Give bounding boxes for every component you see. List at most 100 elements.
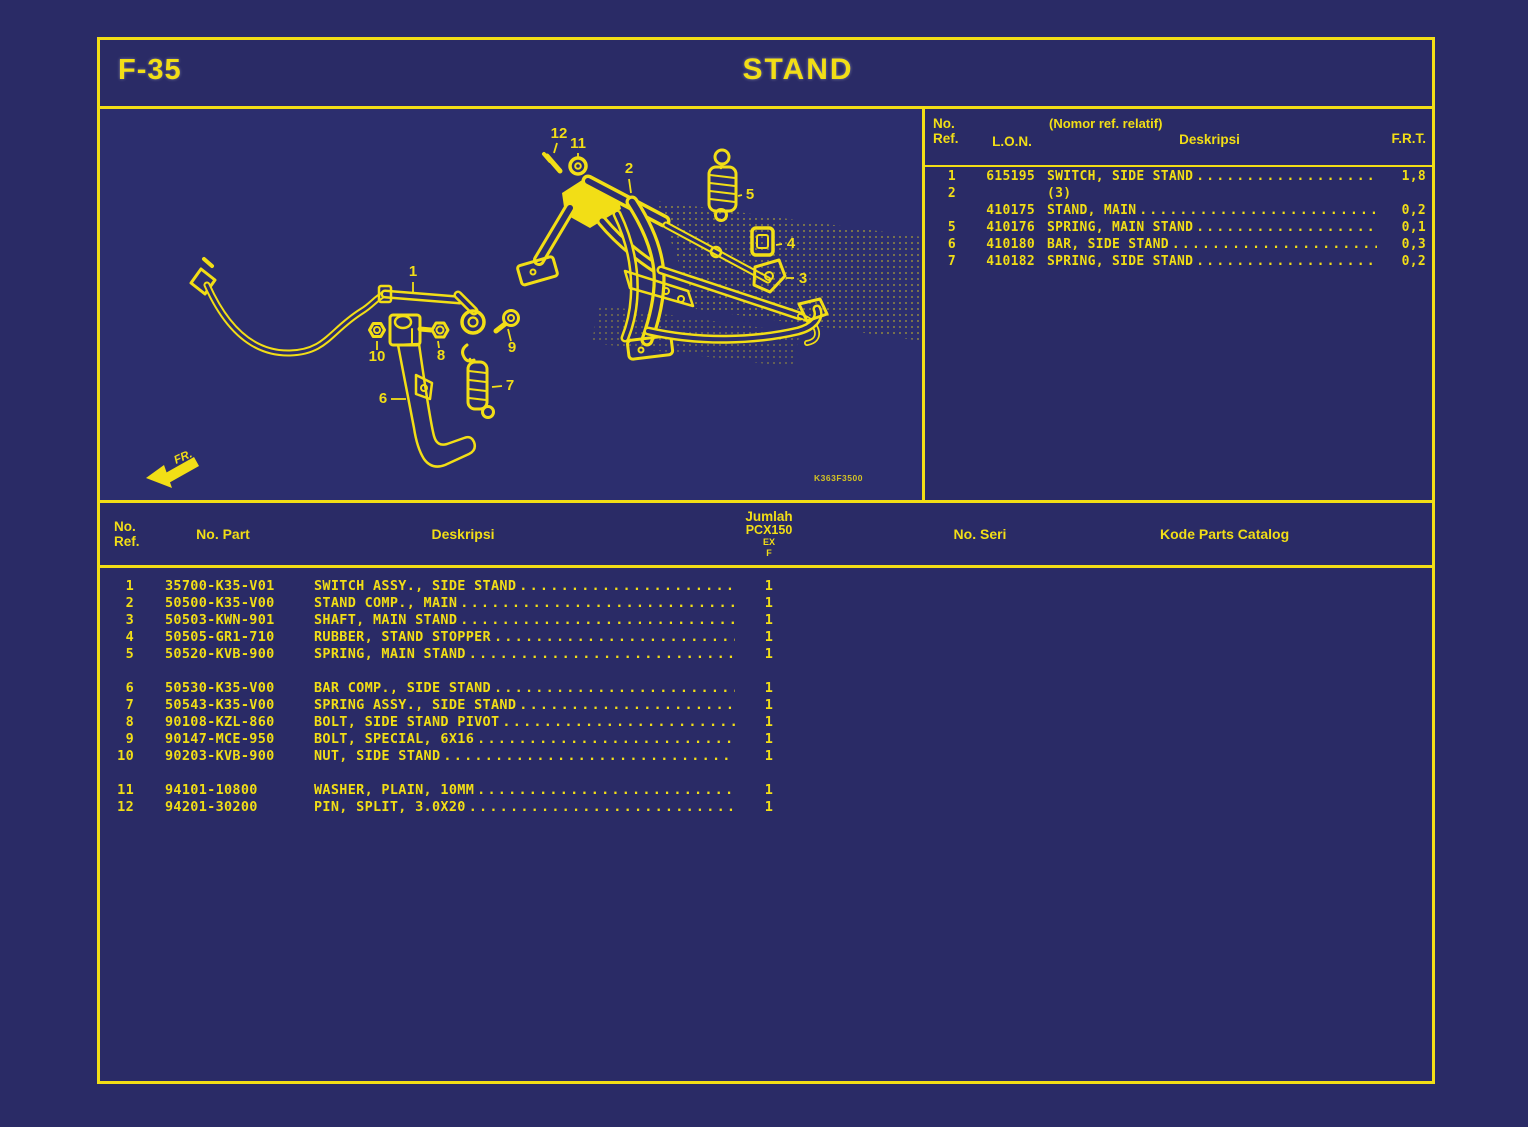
qty-cell: 1 xyxy=(764,799,774,815)
seri-cell xyxy=(800,782,1160,799)
lon-cell: 410182 xyxy=(986,254,1035,269)
description-cell: SWITCH, SIDE STAND......................… xyxy=(1037,168,1380,185)
part-number-cell: 50520-KVB-900 xyxy=(165,646,275,662)
ref-cell: 4 xyxy=(125,629,134,645)
pivot-bracket-art xyxy=(388,313,422,347)
description-cell: BOLT, SIDE STAND PIVOT..................… xyxy=(298,714,738,731)
lon-header-deskripsi: (Nomor ref. relatif) Deskripsi xyxy=(1049,116,1240,147)
description-cell: SHAFT, MAIN STAND.......................… xyxy=(298,612,738,629)
shaft-main-stand-art xyxy=(662,221,787,294)
description-cell: SPRING, MAIN STAND......................… xyxy=(1037,219,1380,236)
callout-2: 2 xyxy=(625,160,633,177)
part-number-cell: 90203-KVB-900 xyxy=(165,748,275,764)
frt-cell: 0,1 xyxy=(1401,220,1426,235)
description-text: SPRING ASSY., SIDE STAND xyxy=(314,697,517,713)
dot-leader: ........................................… xyxy=(1196,254,1377,269)
description-text: BAR COMP., SIDE STAND xyxy=(314,680,491,696)
description-cell: BAR COMP., SIDE STAND...................… xyxy=(298,680,738,697)
description-cell: STAND COMP., MAIN.......................… xyxy=(298,595,738,612)
parts-row: 8 90108-KZL-860 BOLT, SIDE STAND PIVOT....… xyxy=(100,714,1432,731)
description-cell: STAND, MAIN.............................… xyxy=(1037,202,1380,219)
kode-cell xyxy=(1160,578,1432,595)
kode-cell xyxy=(1160,799,1432,816)
dot-leader: ........................................… xyxy=(519,697,735,713)
dot-leader: ........................................… xyxy=(468,646,735,662)
dot-leader: ........................................… xyxy=(1139,203,1377,218)
part-number-cell: 50505-GR1-710 xyxy=(165,629,275,645)
dot-leader: ........................................… xyxy=(468,799,735,815)
page-title: STAND xyxy=(742,53,854,86)
qty-cell: 1 xyxy=(764,782,774,798)
parts-header-deskripsi: Deskripsi xyxy=(431,526,495,542)
callout-leader-7 xyxy=(491,385,503,388)
part-number-cell: 50530-K35-V00 xyxy=(165,680,275,696)
frt-cell: 0,2 xyxy=(1401,203,1426,218)
part-number-cell: 90108-KZL-860 xyxy=(165,714,275,730)
bolt-special-art xyxy=(493,309,520,334)
page-code: F-35 xyxy=(118,54,182,86)
fr-direction-arrow xyxy=(146,457,199,488)
qty-cell: 1 xyxy=(764,629,774,645)
lon-row: 2 (3) xyxy=(933,185,1426,202)
callout-11: 11 xyxy=(570,135,586,152)
nut-art xyxy=(368,322,386,338)
description-cell: NUT, SIDE STAND.........................… xyxy=(298,748,738,765)
callout-leader-8 xyxy=(437,340,440,349)
callout-5: 5 xyxy=(746,186,754,203)
dot-leader: ........................................… xyxy=(460,595,735,611)
kode-cell xyxy=(1160,731,1432,748)
qty-cell: 1 xyxy=(764,731,774,747)
catalog-page: F-35 STAND xyxy=(97,37,1435,1084)
spring-main-stand-art xyxy=(707,148,738,222)
ref-cell: 9 xyxy=(125,731,134,747)
description-cell: BOLT, SPECIAL, 6X16.....................… xyxy=(298,731,738,748)
description-text: SWITCH ASSY., SIDE STAND xyxy=(314,578,517,594)
lon-cell: 410176 xyxy=(986,220,1035,235)
callout-6: 6 xyxy=(379,390,387,407)
kode-cell xyxy=(1160,646,1432,663)
kode-cell xyxy=(1160,680,1432,697)
description-text: BOLT, SPECIAL, 6X16 xyxy=(314,731,475,747)
part-number-cell: 50543-K35-V00 xyxy=(165,697,275,713)
ref-cell: 2 xyxy=(947,186,957,201)
seri-cell xyxy=(800,714,1160,731)
dot-leader: ........................................… xyxy=(443,748,735,764)
part-number-cell: 94101-10800 xyxy=(165,782,258,798)
ref-cell: 8 xyxy=(125,714,134,730)
description-cell: BAR, SIDE STAND.........................… xyxy=(1037,236,1380,253)
description-cell: (3) xyxy=(1037,185,1380,202)
callout-3: 3 xyxy=(799,270,807,287)
parts-header-no-seri: No. Seri xyxy=(953,526,1007,542)
ref-cell: 6 xyxy=(947,237,957,252)
description-text: (3) xyxy=(1047,186,1072,201)
qty-cell: 1 xyxy=(764,595,774,611)
row-group-gap xyxy=(100,663,1432,680)
dot-leader: ........................................… xyxy=(1171,237,1377,252)
ref-cell: 7 xyxy=(947,254,957,269)
description-text: SPRING, SIDE STAND xyxy=(1047,254,1194,269)
kode-cell xyxy=(1160,714,1432,731)
callout-9: 9 xyxy=(508,339,516,356)
callout-leader-4 xyxy=(775,243,783,246)
description-cell: SPRING, MAIN STAND......................… xyxy=(298,646,738,663)
description-text: BOLT, SIDE STAND PIVOT xyxy=(314,714,500,730)
qty-cell: 1 xyxy=(764,748,774,764)
seri-cell xyxy=(800,731,1160,748)
callout-10: 10 xyxy=(369,348,386,365)
dot-leader: ........................................… xyxy=(1196,220,1377,235)
seri-cell xyxy=(800,799,1160,816)
